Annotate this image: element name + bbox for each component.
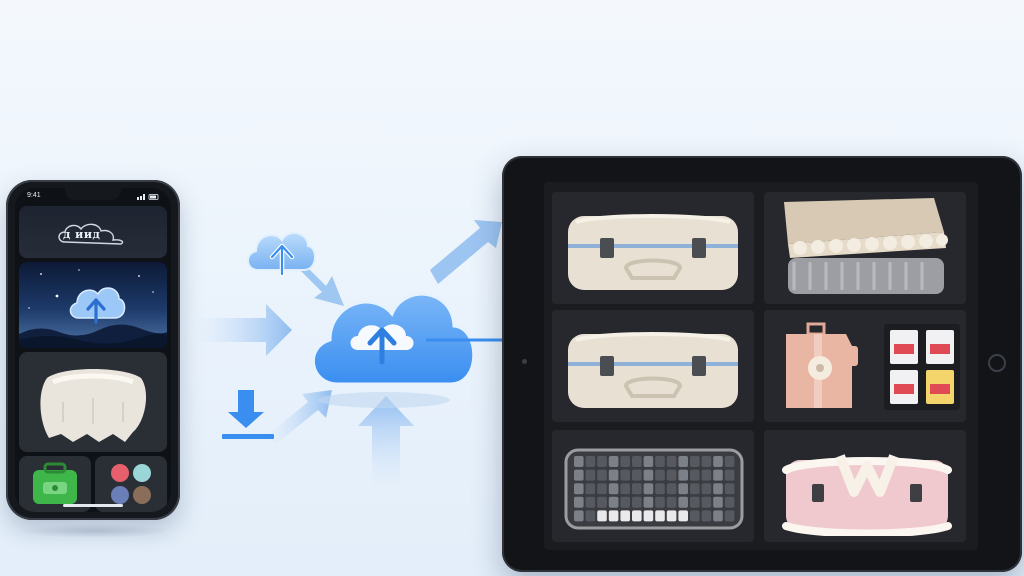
arrow-from-download [266, 390, 332, 444]
cream-suitcase-image [568, 214, 738, 290]
fur-bag-image [40, 369, 147, 442]
grid-cell-cream-suitcase-1[interactable] [552, 192, 754, 304]
phone-screen: 9:41 д иид [15, 188, 171, 512]
knit-blanket-image [784, 198, 948, 294]
home-indicator [63, 504, 123, 507]
small-cloud-upload-icon [247, 231, 316, 277]
tablet-camera [522, 359, 527, 364]
main-cloud-upload-icon [312, 292, 476, 408]
arrow-right-from-phone [192, 304, 292, 356]
phone-device: 9:41 д иид [6, 180, 180, 520]
grid-cell-pink-bag-and-snacks[interactable] [764, 310, 966, 422]
fur-bag-tile[interactable] [19, 352, 167, 452]
cloud-outline-icon [58, 223, 124, 245]
grid-cell-cream-suitcase-2[interactable] [552, 310, 754, 422]
arrow-up-into-cloud [358, 396, 414, 488]
grid-cell-mechanical-keyboard[interactable] [552, 430, 754, 542]
status-bar: 9:41 [27, 192, 159, 202]
green-case-tile[interactable] [19, 456, 91, 512]
signal-battery-icon [137, 194, 159, 200]
cloud-upload-icon [69, 287, 126, 324]
tablet-home-button[interactable] [988, 354, 1006, 372]
keyboard-image [564, 448, 744, 530]
logo-text: д иид [63, 228, 101, 241]
tablet-screen [544, 182, 978, 550]
sync-flow-graphic [192, 220, 530, 488]
status-time: 9:41 [27, 192, 41, 199]
night-landscape [19, 269, 167, 348]
pink-fluffy-bag-image [782, 454, 952, 536]
arrow-from-small-cloud [300, 264, 344, 306]
color-dots-tile[interactable] [95, 456, 167, 512]
phone-notch [65, 188, 121, 200]
tablet-device [502, 156, 1022, 572]
grid-cell-pink-fluffy-bag[interactable] [764, 430, 966, 542]
pink-bag-image [786, 322, 960, 410]
green-case-image [33, 462, 77, 504]
night-sky-upload-tile[interactable] [19, 262, 167, 348]
download-arrow-icon [222, 390, 274, 439]
phone-shadow [20, 524, 170, 538]
cream-suitcase-image-2 [568, 332, 738, 408]
color-dots-image [111, 464, 151, 504]
logo-tile[interactable]: д иид [19, 206, 167, 258]
grid-cell-folded-knit-blanket[interactable] [764, 192, 966, 304]
arrow-up-to-tablet [430, 220, 502, 284]
